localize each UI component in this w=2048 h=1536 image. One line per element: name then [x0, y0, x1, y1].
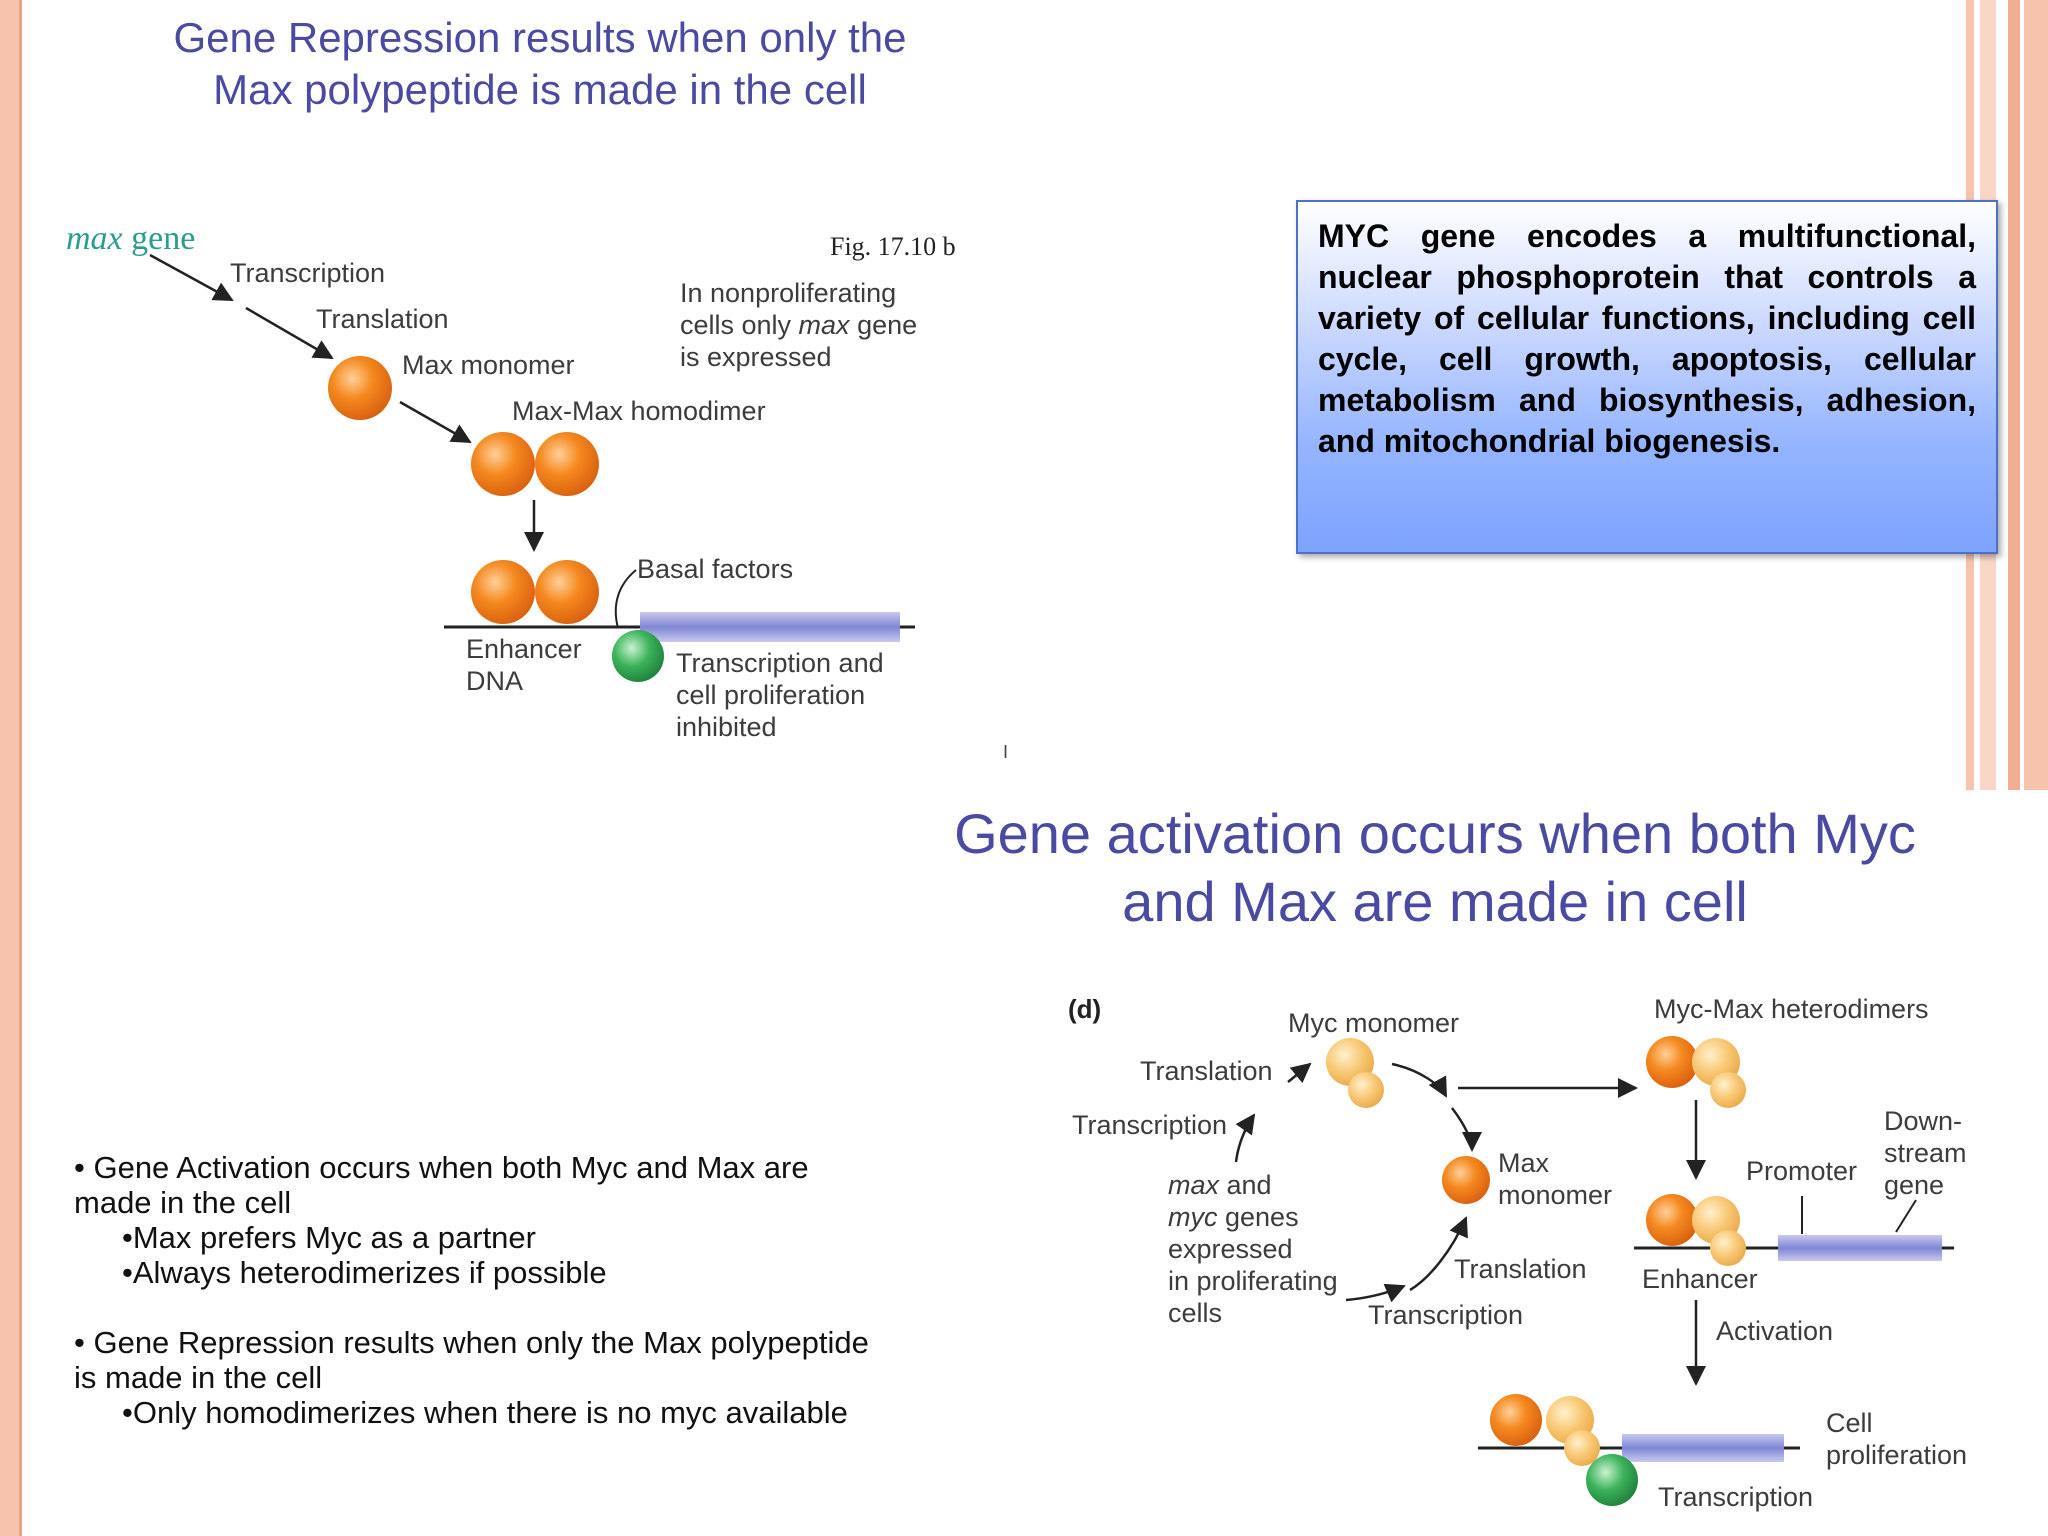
myc-max-heterodimer: [1646, 1036, 1746, 1108]
transcription-final-label: Transcription: [1658, 1482, 1813, 1512]
sub-bullet-heterodimerize: •Always heterodimerizes if possible: [122, 1255, 607, 1290]
enhancer-label-d: Enhancer: [1642, 1264, 1758, 1294]
transcription-label: Transcription: [230, 258, 385, 288]
translation-label: Translation: [316, 304, 449, 334]
max-monomer-line-1: Max: [1498, 1148, 1550, 1178]
max-homodimer-left: [471, 432, 535, 496]
transcription-arrow: [149, 253, 234, 302]
genes-line-2: myc genes: [1168, 1202, 1299, 1232]
figure-label: Fig. 17.10 b: [830, 232, 956, 261]
translation-arrow: [245, 306, 334, 360]
max-monomer-label: Max monomer: [402, 350, 575, 380]
enhancer-label: Enhancer: [466, 634, 582, 664]
genes-line-3: expressed: [1168, 1234, 1293, 1264]
bound-max-right: [535, 560, 599, 624]
activation-label: Activation: [1716, 1316, 1833, 1346]
max-monomer-line-2: monomer: [1498, 1180, 1612, 1210]
inhibited-line-1: Transcription and: [676, 648, 884, 678]
max-homodimer-right: [535, 432, 599, 496]
top-title: Gene Repression results when only the Ma…: [173, 14, 907, 113]
genes-line-4: in proliferating: [1168, 1266, 1338, 1296]
cell-proliferation-line-2: proliferation: [1826, 1440, 1967, 1470]
dimerization-arrow: [399, 400, 472, 444]
stray-mark: I: [1003, 742, 1008, 762]
note-line-3: is expressed: [680, 342, 832, 372]
translation-bottom-label: Translation: [1454, 1254, 1587, 1284]
note-line-2: cells only max gene: [680, 310, 917, 340]
sub-bullet-homodimerize: •Only homodimerizes when there is no myc…: [122, 1395, 848, 1430]
bottom-title: Gene activation occurs when both Myc and…: [954, 802, 1916, 933]
downstream-line-3: gene: [1884, 1170, 1944, 1200]
translation-top-label: Translation: [1140, 1056, 1273, 1086]
transcription-bottom-arrow: [1345, 1283, 1406, 1303]
genes-line-5: cells: [1168, 1298, 1222, 1328]
downstream-line-1: Down-: [1884, 1106, 1962, 1136]
gene-bar: [640, 612, 900, 642]
translation-bottom-arrow: [1409, 1216, 1468, 1292]
cycle-arrow-right: [1451, 1107, 1482, 1152]
bullet-activation: • Gene Activation occurs when both Myc a…: [74, 1150, 809, 1220]
myc-callout-box: MYC gene encodes a multifunctional, nucl…: [1296, 200, 1998, 554]
bullet-repression: • Gene Repression results when only the …: [74, 1325, 869, 1395]
translation-top-arrow: [1287, 1062, 1312, 1084]
genes-line-1: max and: [1168, 1170, 1272, 1200]
bullet-gap: [74, 1290, 894, 1325]
heterodimers-label: Myc-Max heterodimers: [1654, 994, 1929, 1024]
max-monomer-protein: [328, 356, 392, 420]
basal-factors-label: Basal factors: [637, 554, 793, 584]
basal-factor-protein: [612, 630, 664, 682]
bound-max-left: [471, 560, 535, 624]
cell-proliferation-line-1: Cell: [1826, 1408, 1873, 1438]
bullet-list: • Gene Activation occurs when both Myc a…: [74, 1150, 894, 1430]
active-heterodimer: [1490, 1394, 1600, 1466]
note-line-1: In nonproliferating: [680, 278, 896, 308]
myc-monomer-label: Myc monomer: [1288, 1008, 1459, 1038]
repression-figure: max gene Fig. 17.10 b Transcription Tran…: [66, 220, 1008, 762]
slide-left-border: [0, 0, 22, 1536]
panel-label: (d): [1068, 994, 1101, 1024]
basal-factor-pointer: [614, 569, 637, 629]
activation-figure: (d) Myc monomer Myc-Max heterodimers Tra…: [1068, 994, 1967, 1512]
max-monomer-protein-d: [1442, 1156, 1490, 1204]
downstream-pointer: [1895, 1199, 1917, 1233]
sub-bullet-partner: •Max prefers Myc as a partner: [122, 1220, 536, 1255]
max-gene-label: max gene: [66, 220, 195, 257]
inhibited-line-3: inhibited: [676, 712, 777, 742]
transcription-left-arrow: [1234, 1113, 1256, 1163]
homodimer-label: Max-Max homodimer: [512, 396, 766, 426]
transcription-left-label: Transcription: [1072, 1110, 1227, 1140]
cycle-arrow-top: [1391, 1062, 1448, 1098]
transcription-bottom-label: Transcription: [1368, 1300, 1523, 1330]
dna-label: DNA: [466, 666, 523, 696]
downstream-gene-bar: [1778, 1235, 1942, 1261]
bound-heterodimer: [1646, 1194, 1746, 1266]
inhibited-line-2: cell proliferation: [676, 680, 865, 710]
basal-factor-d: [1586, 1454, 1638, 1506]
downstream-line-2: stream: [1884, 1138, 1967, 1168]
promoter-label: Promoter: [1746, 1156, 1857, 1186]
transcribed-gene-bar: [1622, 1434, 1784, 1462]
myc-monomer-protein: [1326, 1038, 1384, 1108]
